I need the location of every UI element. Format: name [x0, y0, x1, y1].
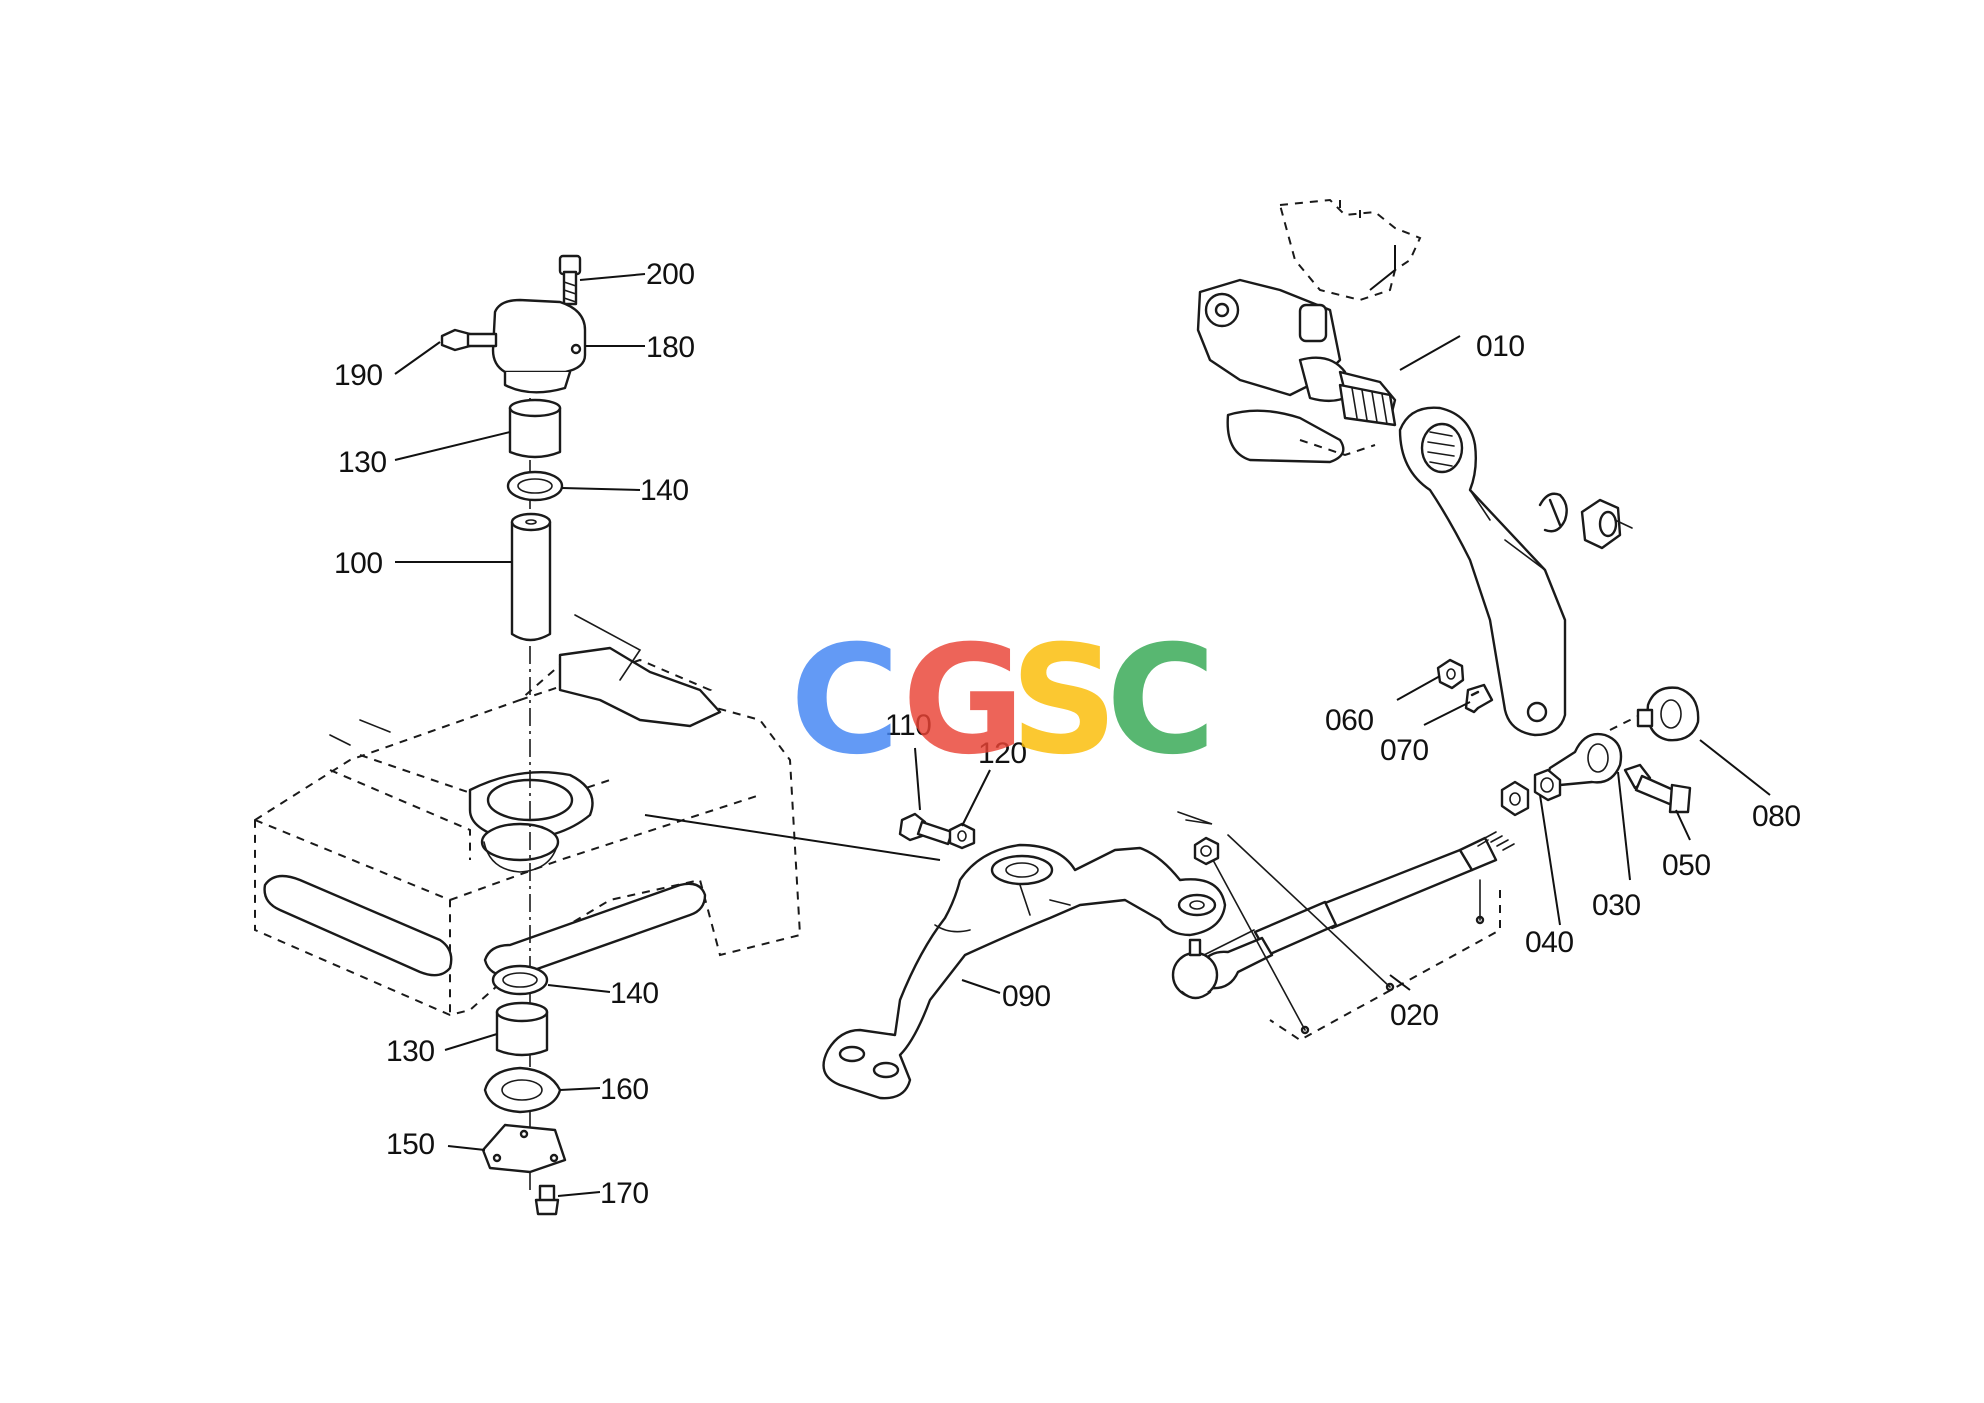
steering-gearbox [1196, 198, 1422, 464]
label-200: 200 [646, 258, 695, 291]
label-090: 090 [1002, 980, 1051, 1013]
label-060: 060 [1325, 704, 1374, 737]
part-200-bolt [558, 254, 582, 306]
label-070: 070 [1380, 734, 1429, 767]
part-070-split-pin-plate [1464, 683, 1494, 714]
label-110: 110 [885, 709, 931, 742]
part-140-upper-seal-ring [506, 470, 564, 502]
part-030-tie-rod-end [1547, 732, 1623, 787]
part-labels: 200 180 190 130 140 100 140 130 160 150 … [334, 258, 1801, 1210]
part-020-tie-rod-assembly [1171, 831, 1515, 1042]
label-130-lower: 130 [386, 1035, 435, 1068]
label-150: 150 [386, 1128, 435, 1161]
front-axle-housing [254, 614, 941, 1017]
part-110-bolt [898, 812, 954, 846]
king-pin-assembly [440, 254, 587, 1216]
watermark-letter-c2: C [1106, 614, 1216, 788]
part-080-rubber-boot [1609, 686, 1700, 742]
label-080: 080 [1752, 800, 1801, 833]
part-140-lower-seal-ring [491, 964, 549, 996]
part-170-bolt [534, 1184, 560, 1216]
label-100: 100 [334, 547, 383, 580]
label-120: 120 [978, 737, 1027, 770]
castle-nut-cotter-pin [1177, 811, 1220, 866]
label-010: 010 [1476, 330, 1525, 363]
label-020: 020 [1390, 999, 1439, 1032]
label-160: 160 [600, 1073, 649, 1106]
part-040-nut [1500, 768, 1562, 817]
label-190: 190 [334, 359, 383, 392]
pitman-arm-nut [1538, 492, 1633, 550]
part-190-grease-fitting [440, 328, 498, 352]
label-140-lower: 140 [610, 977, 659, 1010]
watermark-letter-c1: C [790, 614, 900, 788]
label-040: 040 [1525, 926, 1574, 959]
label-130-upper: 130 [338, 446, 387, 479]
label-030: 030 [1592, 889, 1641, 922]
part-010-pitman-arm [1398, 406, 1567, 737]
watermark-letter-g: G [902, 614, 1025, 788]
cgsc-watermark-logo: C G S C [790, 614, 1216, 788]
watermark-letter-s: S [1010, 614, 1118, 788]
leader-lines [394, 273, 1771, 1197]
part-130-upper-bushing [508, 398, 562, 459]
part-120-nut [948, 822, 976, 850]
part-160-gasket [483, 1066, 562, 1114]
part-100-king-pin [510, 512, 552, 642]
part-060-nut [1436, 658, 1465, 690]
part-090-knuckle-arm [822, 843, 1227, 1100]
label-140-upper: 140 [640, 474, 689, 507]
part-180-cover-cap [491, 298, 587, 394]
label-050: 050 [1662, 849, 1711, 882]
label-170: 170 [600, 1177, 649, 1210]
part-150-lower-cover [481, 1123, 567, 1174]
part-050-bolt [1623, 763, 1692, 814]
part-130-lower-bushing [495, 1001, 549, 1057]
label-180: 180 [646, 331, 695, 364]
